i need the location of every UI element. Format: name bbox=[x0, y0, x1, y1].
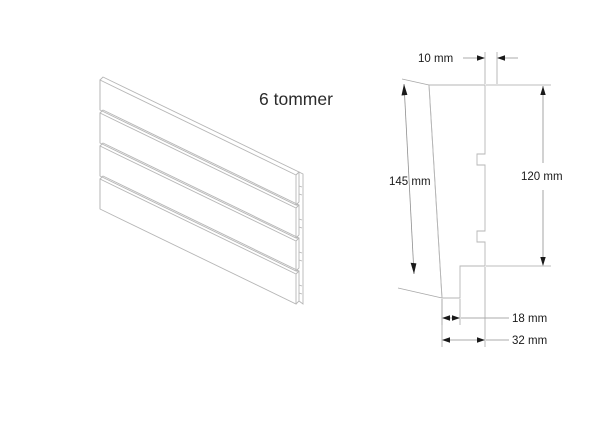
dimension-label-18mm: 18 mm bbox=[512, 313, 547, 325]
dimension-145mm: 145 mm bbox=[389, 78, 443, 299]
dimension-label-120mm: 120 mm bbox=[521, 171, 563, 183]
dimension-label-145mm: 145 mm bbox=[389, 176, 431, 188]
dimension-32mm: 32 mm bbox=[441, 267, 547, 347]
dimension-label-32mm: 32 mm bbox=[512, 335, 547, 347]
dimension-label-10mm: 10 mm bbox=[418, 53, 453, 65]
dimension-10mm: 10 mm bbox=[418, 52, 518, 84]
dimension-18mm: 18 mm bbox=[441, 299, 547, 325]
panel-title-label: 6 tommer bbox=[259, 89, 333, 109]
panel-edge-profile-detail bbox=[296, 171, 304, 305]
isometric-panel-illustration bbox=[99, 76, 304, 305]
cross-section-profile bbox=[428, 84, 486, 299]
dimension-120mm: 120 mm bbox=[486, 84, 563, 267]
